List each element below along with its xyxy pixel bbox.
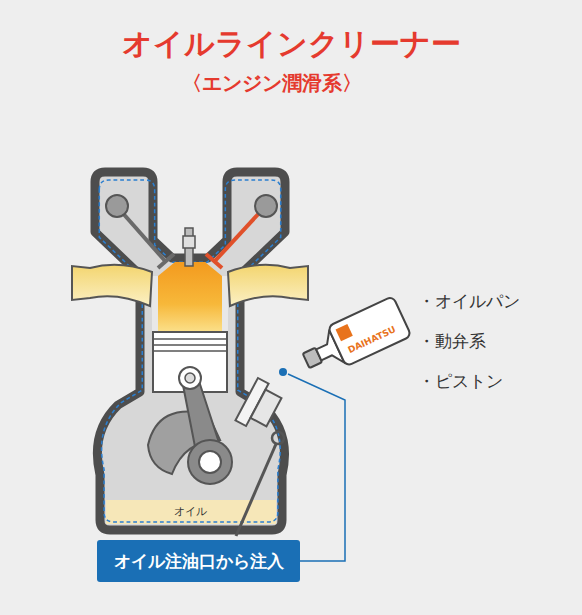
camshaft [255, 195, 277, 217]
cleaner-bottle [297, 296, 412, 381]
box-text: オイル注油口から注入 [114, 550, 284, 573]
piston-ring [153, 350, 227, 352]
piston-pin [179, 367, 201, 389]
bottle-body [328, 296, 412, 366]
dipstick-ring [272, 432, 284, 444]
leader-dot [279, 368, 287, 376]
camshaft [106, 195, 128, 217]
intake-port [72, 265, 152, 306]
bottle-logo [336, 324, 353, 341]
leader-line [288, 374, 345, 561]
callout-box: オイル注油口から注入 [97, 540, 300, 582]
piston-ring [153, 344, 227, 346]
oil-label: オイル [174, 505, 207, 518]
subtitle: 〈エンジン潤滑系〉 [182, 71, 362, 95]
piston [153, 332, 227, 392]
exhaust-valve [214, 210, 262, 262]
exhaust-valve-head [206, 254, 222, 268]
bullet-item: ・ピストン [418, 371, 503, 391]
bullet-item: ・動弁系 [418, 331, 486, 351]
spark-plug-top [183, 236, 195, 248]
crank-journal-hole [199, 451, 221, 473]
dipstick [236, 444, 276, 536]
piston-ring [153, 338, 227, 340]
engine-housing [95, 172, 285, 530]
exhaust-port [228, 265, 308, 306]
crank-journal [188, 440, 232, 484]
oil-filler-cap [251, 390, 282, 427]
combustion-chamber [158, 262, 222, 332]
title: オイルラインクリーナー [0, 26, 582, 62]
bullet-item: ・オイルパン [418, 291, 520, 311]
intake-valve [120, 210, 166, 262]
oil-path-dashed [99, 180, 280, 522]
piston-pin-hole [185, 373, 195, 383]
intake-valve-head [158, 254, 174, 268]
